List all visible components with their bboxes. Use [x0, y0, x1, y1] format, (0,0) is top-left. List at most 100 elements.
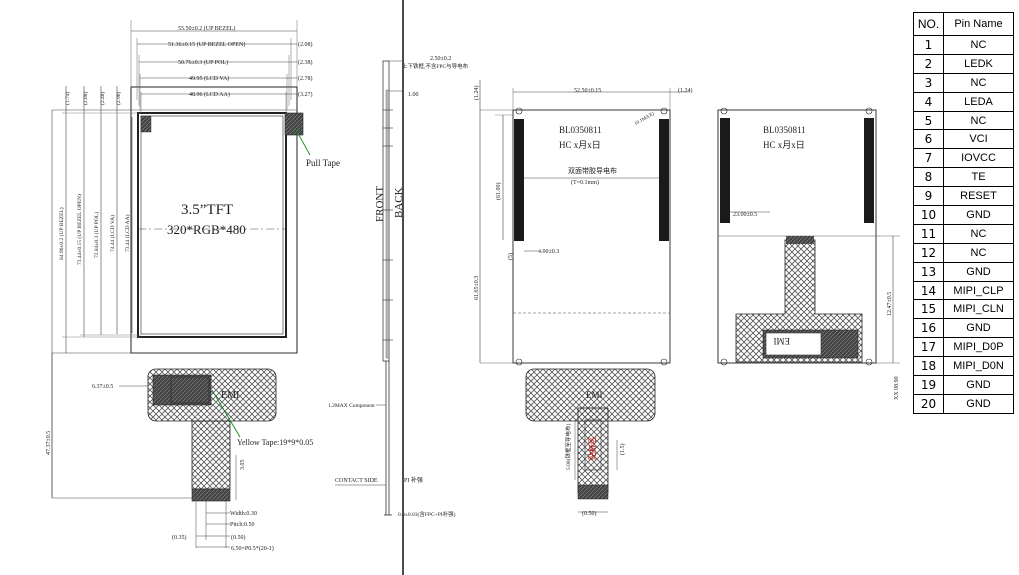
pin-name: GND	[943, 375, 1014, 395]
pin-number: 3	[913, 72, 944, 93]
side-top-note: 上下铁框,不含FPC与导电布	[402, 62, 469, 70]
pin-span-note: 6.50=P0.5*(20-1)	[231, 545, 274, 552]
width-note: Width:0.30	[230, 511, 257, 517]
panel-resolution: 320*RGB*480	[167, 222, 246, 237]
pin-name: GND	[943, 318, 1014, 339]
back-view-2: BL0350811 HC x月x日 23.00±0.5 EMI 12.47±0.…	[717, 107, 900, 400]
pin-name: MIPI_CLN	[943, 299, 1014, 320]
back-height-dim: 61.65±0.3	[474, 276, 480, 300]
pi-note: PI 补强	[404, 476, 423, 484]
front-fpc-tail	[191, 420, 231, 490]
pin-number: 2	[913, 53, 944, 74]
pin-name: GND	[943, 205, 1014, 225]
front-active-area	[137, 112, 287, 338]
back-corner-note: (0.1MAX)	[635, 112, 656, 127]
back-dim-5: (5)	[507, 253, 514, 260]
pin-number: 5	[913, 110, 944, 131]
back-stamp: 贴标区	[587, 436, 597, 460]
pin-name: GND	[943, 261, 1014, 282]
dim-left-aa: 73.44 (LCD AA)	[124, 214, 131, 252]
pin-name: MIPI_D0P	[943, 337, 1014, 358]
dim-left-small-2: (2.08)	[82, 92, 89, 105]
pin-number: 15	[913, 299, 944, 320]
back-tape-label: 双面带胶导电布	[568, 166, 617, 175]
pin-name: VCI	[943, 129, 1014, 150]
back-emi-label: EMI	[586, 390, 603, 400]
side-bottom-note: 0.3±0.03(含FPC+PI补强)	[398, 510, 456, 518]
pin-number: 6	[913, 129, 944, 150]
back-tape-thickness: (T=0.1mm)	[571, 179, 599, 186]
back-view: BL0350811 HC x月x日 双面带胶导电布 (T=0.1mm) 52.5…	[473, 80, 693, 517]
back-dim-124: (1.24)	[678, 87, 693, 94]
back-dim-400: 4.00±0.3	[538, 249, 559, 255]
back-dim-fpc: 5.00(铁框至导电布)	[564, 424, 572, 470]
dim-637: 6.37±0.5	[92, 384, 113, 390]
dim-right-1: (2.08)	[298, 41, 313, 48]
pin-number: 7	[913, 148, 944, 169]
dim-left-bezel: 84.96±0.2 (UP BEZEL)	[58, 207, 65, 260]
pin-number: 13	[913, 261, 944, 282]
pin-number: 12	[913, 242, 944, 263]
dim-lcd-aa: 48.96 (LCD AA)	[189, 91, 230, 98]
pin-name: NC	[943, 110, 1014, 131]
contact-side-label: CONTACT SIDE	[335, 478, 378, 484]
back2-dim-2300: 23.00±0.5	[733, 212, 757, 218]
dim-fpc-height: 47.37±0.5	[46, 431, 52, 455]
back-dim-15: (1.5)	[619, 444, 626, 456]
pin-number: 9	[913, 186, 944, 207]
pin-number: 20	[913, 393, 944, 414]
back2-emi-label: EMI	[774, 336, 791, 346]
dim-left-small-4: (2.96)	[115, 92, 122, 105]
back-label: BACK	[393, 187, 405, 218]
front-emi-label: EMI	[221, 390, 239, 401]
dim-up-bezel-open: 51.36±0.15 (UP BEZEL OPEN)	[168, 41, 245, 48]
dim-050: (0.50)	[231, 534, 246, 541]
yellow-tape-label: Yellow Tape:19*9*0.05	[237, 438, 313, 447]
pin-name: MIPI_D0N	[943, 356, 1014, 377]
dim-up-bezel: 55.50±0.2 (UP BEZEL)	[178, 25, 235, 32]
dim-right-2: (2.38)	[298, 59, 313, 66]
pitch-note: Pitch:0.50	[230, 522, 255, 528]
side-view: 2.50±0.2 上下铁框,不含FPC与导电布 1.00 FRONT BACK …	[328, 56, 469, 518]
back2-date-code: HC x月x日	[763, 140, 805, 150]
back2-dim-right: 12.47±0.5	[887, 292, 893, 316]
back-date-code: HC x月x日	[559, 140, 601, 150]
pin-name: NC	[943, 223, 1014, 244]
back2-model: BL0350811	[763, 125, 806, 135]
back-dim-050: (0.50)	[582, 510, 597, 517]
pin-name: NC	[943, 35, 1014, 55]
pin-name-header: Pin Name	[943, 12, 1014, 36]
front-label: FRONT	[374, 186, 386, 222]
pin-number: 10	[913, 205, 944, 225]
pin-name: LEDK	[943, 53, 1014, 74]
pin-number: 8	[913, 167, 944, 188]
back2-panel	[717, 109, 877, 364]
dim-bend: 3.05	[240, 460, 246, 471]
pin-number: 1	[913, 35, 944, 55]
pin-no-header: NO.	[913, 12, 944, 36]
pin-name: LEDA	[943, 91, 1014, 112]
side-top-dim: 2.50±0.2	[430, 56, 451, 62]
pin-number: 18	[913, 356, 944, 377]
component-note: 1.2MAX Component	[328, 403, 375, 409]
pin-name: NC	[943, 72, 1014, 93]
pin-number: 16	[913, 318, 944, 339]
dim-left-pol: 72.84±0.3 (UP POL)	[93, 212, 100, 258]
back-model: BL0350811	[559, 125, 602, 135]
pin-name: IOVCC	[943, 148, 1014, 169]
